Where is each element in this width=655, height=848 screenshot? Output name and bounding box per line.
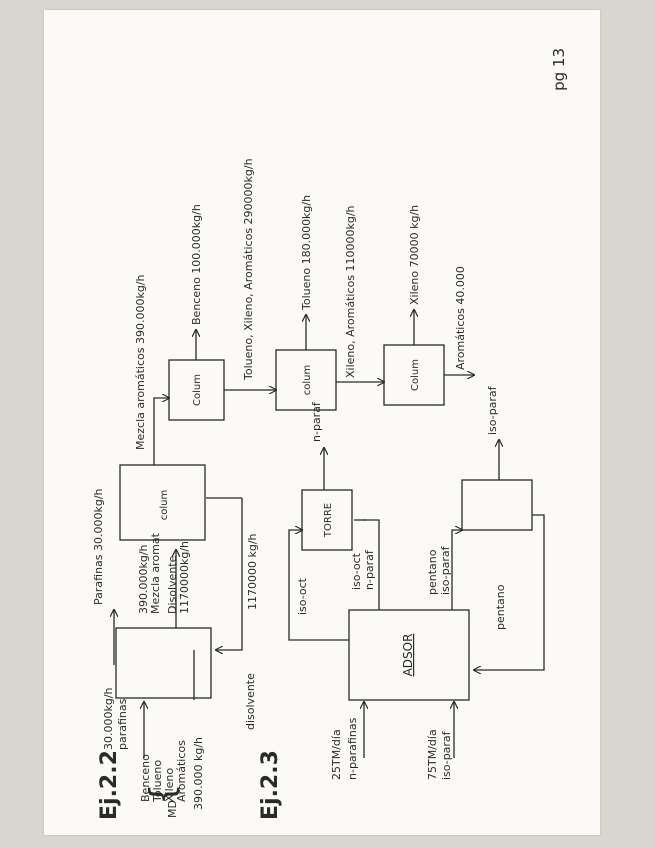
ej23-iso-paraf: iso-paraf [439, 545, 452, 595]
ej23-top-out: iso-paraf [486, 385, 499, 435]
ej22-box-colum [119, 464, 206, 541]
ej22-box1-label: colum [159, 490, 170, 520]
ej23-pentano-up [451, 530, 462, 610]
ej23-torre-out: n-paraf [310, 401, 323, 442]
ej23-feed2-flow: 75TM/día [426, 729, 439, 780]
ej22-mezcla-out: Mezcla aromáticos 390.000kg/h [134, 274, 147, 450]
ej23-pentano: pentano [426, 549, 439, 595]
ej22-col1-bottom: Tolueno, Xileno, Aromáticos 290000kg/h [242, 158, 255, 381]
ej22-mezcla-flow: 390.000kg/h [137, 544, 150, 614]
ej23-iso-oct-left: iso-oct [296, 577, 309, 615]
ej23-feed1-flow: 25TM/día [330, 729, 343, 780]
ej23-torre-label: TORRE [323, 503, 334, 538]
process-flow-diagram: pg 13 Ej.2.2 30.000kg/h [92, 48, 568, 820]
ej23-adsorber [348, 609, 470, 701]
ej23-iso-oct-to-torre [288, 530, 302, 570]
ej22-col2-top: Tolueno 180.000kg/h [300, 195, 313, 311]
ej23-pentano-recycle: pentano [494, 584, 507, 630]
ej23-pentano-recycle [474, 514, 545, 670]
ej22-col3-bottom: Aromáticos 40.000 [454, 266, 467, 370]
ej22-box2-to-col1 [153, 398, 169, 465]
ej22-feed-parafinas-flow: 30.000kg/h [102, 687, 115, 750]
ej23-separator [461, 479, 533, 531]
ej22-title: Ej.2.2 [97, 750, 122, 820]
ej22-col1-top: Benceno 100.000kg/h [190, 204, 203, 325]
ej22-parafinas-out: Parafinas 30.000kg/h [92, 488, 105, 605]
ej23-torre-return [364, 519, 380, 610]
ej23-torre [301, 489, 353, 551]
ej23-adsor-label: ADSOR [401, 634, 415, 677]
ej22-box-extractor [115, 627, 212, 699]
ej22-col3-top: Xileno 70000 kg/h [408, 205, 421, 305]
ej22-comp-xileno: Xileno [163, 768, 176, 802]
ej22-col3-label: Colum [410, 359, 421, 391]
ej22-comp-aromaticos: Aromáticos [175, 740, 188, 802]
ej22-recycle-flow: 1170000 kg/h [246, 533, 259, 610]
ej22-brace: { [143, 783, 183, 805]
ej22-col1-label: Colum [192, 374, 203, 406]
notebook-page: pg 13 Ej.2.2 30.000kg/h [44, 10, 600, 835]
ej22-md-flow: 390.000 kg/h [192, 737, 205, 810]
ej22-col2-bottom: Xileno, Aromáticos 110000kg/h [344, 205, 357, 378]
ej23-iso-oct-right: iso-oct [350, 552, 363, 590]
ej22-recycle-loop [216, 498, 243, 650]
page-number: pg 13 [550, 48, 568, 91]
ej22-disolvente-flow: 1170000kg/h [178, 541, 191, 614]
ej22-disolvente-label: Disolvente [166, 555, 179, 614]
ej22-comp-tolueno: Tolueno [151, 760, 164, 803]
ej22-disolvente-bottom: disolvente [244, 673, 257, 730]
ej23-iso-oct-loop [288, 570, 349, 641]
ej22-comp-benceno: Benceno [139, 754, 152, 802]
ej22-col2-label: colum [302, 365, 313, 395]
ej23-title: Ej.2.3 [258, 750, 283, 820]
ej23-n-paraf: n-paraf [363, 549, 376, 590]
ej22-md-label: MD [166, 800, 179, 818]
ej22-mezcla-label: Mezcla aromat [149, 532, 162, 614]
ej23-feed1-label: n-parafinas [346, 717, 359, 780]
ej22-feed-parafinas-label: parafinas [116, 698, 129, 750]
ej23-feed2-label: iso-paraf [440, 730, 453, 780]
